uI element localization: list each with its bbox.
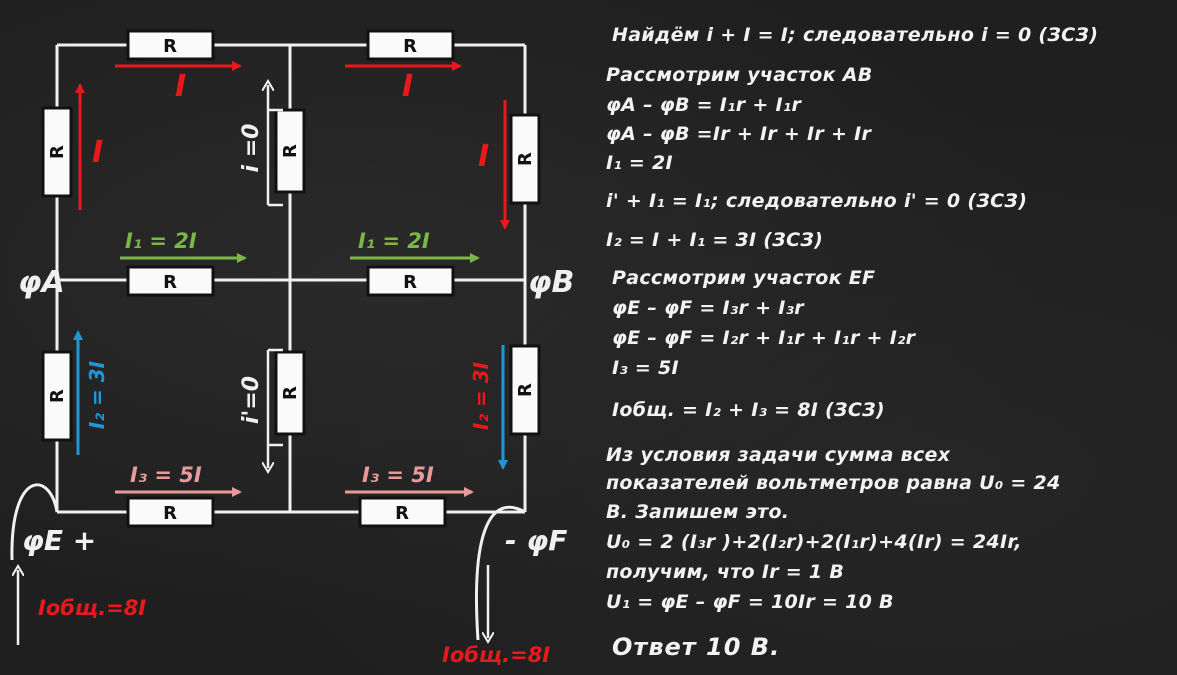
solution-line: Найдём i + I = I; следовательно i = 0 (З…: [612, 24, 1099, 46]
resistor-bottom-right: R: [358, 496, 447, 528]
resistor-label: R: [515, 152, 536, 166]
resistor-label: R: [403, 272, 417, 293]
resistor-left-upper: R: [41, 106, 73, 198]
center-branch-ticks: [268, 108, 283, 447]
solution-line: φE – φF = I₃r + I₃r: [612, 297, 804, 319]
solution-line: φE – φF = I₂r + I₁r + I₁r + I₂r: [612, 327, 916, 349]
resistor-middle-right: R: [366, 265, 455, 297]
solution-line: Iобщ. = I₂ + I₃ = 8I (ЗСЗ): [612, 399, 885, 421]
resistor-top-left: R: [126, 29, 215, 61]
solution-line: Рассмотрим участок EF: [612, 267, 876, 289]
resistor-right-lower: R: [509, 344, 541, 436]
resistor-right-upper: R: [509, 113, 541, 205]
solution-line: U₁ = φE – φF = 10Ir = 10 В: [606, 591, 894, 613]
solution-line: В. Запишем это.: [606, 501, 790, 523]
resistor-label: R: [515, 383, 536, 397]
solution-line: I₂ = I + I₁ = 3I (ЗСЗ): [606, 229, 824, 251]
lead-right: [475, 505, 526, 641]
label-phi-B: φB: [528, 265, 574, 300]
resistor-label: R: [47, 145, 68, 159]
resistor-label: R: [163, 503, 177, 524]
resistor-label: R: [47, 389, 68, 403]
label-i-prime-zero: i'=0: [239, 376, 264, 424]
resistor-middle-left: R: [126, 265, 215, 297]
label-phi-F: - φF: [505, 524, 567, 557]
solution-line: U₀ = 2 (I₃r )+2(I₂r)+2(I₁r)+4(Ir) = 24Ir…: [606, 531, 1022, 553]
answer-line: Ответ 10 В.: [612, 633, 781, 661]
lead-left: [10, 483, 59, 561]
solution-line: получим, что Ir = 1 В: [606, 561, 845, 583]
label-i-zero: i =0: [239, 124, 264, 173]
label-I-right: I: [478, 139, 489, 174]
label-I-total-out: Iобщ.=8I: [442, 643, 550, 667]
resistor-label: R: [395, 503, 409, 524]
solution-line: I₃ = 5I: [612, 357, 679, 379]
resistor-top-right: R: [366, 29, 455, 61]
solution-line: показателей вольтметров равна U₀ = 24: [606, 472, 1061, 494]
solution-line: Из условия задачи сумма всех: [606, 444, 951, 466]
label-I1-right: I₁ = 2I: [358, 229, 430, 253]
label-I-top-left: I: [175, 69, 186, 104]
solution-line: φA – φB =Ir + Ir + Ir + Ir: [606, 123, 872, 145]
label-I3-left: I₃ = 5I: [130, 463, 202, 487]
label-I-total-in: Iобщ.=8I: [38, 596, 146, 620]
label-I-top-right: I: [402, 69, 413, 104]
label-phi-E: φE +: [22, 524, 96, 557]
solution-line: Рассмотрим участок AB: [606, 64, 873, 86]
resistor-label: R: [163, 272, 177, 293]
resistor-label: R: [163, 36, 177, 57]
label-I-left: I: [92, 135, 103, 170]
label-I2-right: I₂ = 3I: [469, 361, 493, 430]
label-I3-right: I₃ = 5I: [362, 463, 434, 487]
solution-line: i' + I₁ = I₁; следовательно i' = 0 (ЗСЗ): [606, 190, 1028, 212]
label-phi-A: φA: [18, 265, 65, 300]
resistor-bottom-left: R: [126, 496, 215, 528]
resistor-label: R: [403, 36, 417, 57]
label-I2-left: I₂ = 3I: [85, 360, 109, 429]
solution-line: φA – φB = I₁r + I₁r: [606, 94, 802, 116]
solution-line: I₁ = 2I: [606, 152, 673, 174]
label-I1-left: I₁ = 2I: [125, 229, 197, 253]
resistor-left-lower: R: [41, 350, 73, 442]
